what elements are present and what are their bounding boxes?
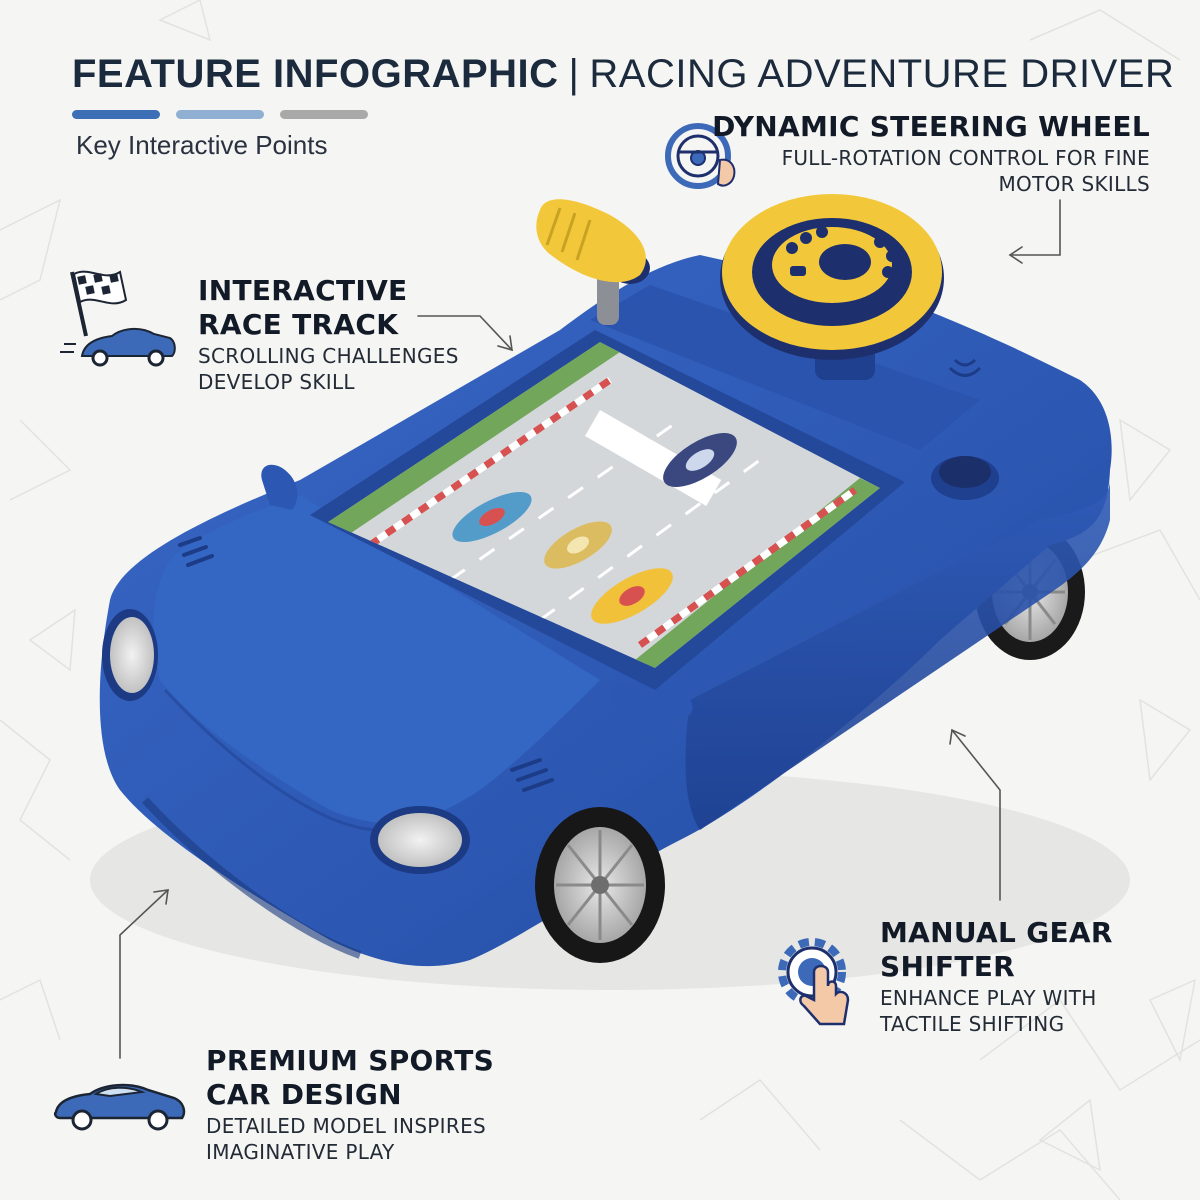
car-hood: [153, 495, 600, 824]
hood-vents: [178, 536, 554, 792]
gear-title-line1: MANUAL GEAR: [880, 916, 1113, 949]
accent-bar-3: [280, 110, 368, 119]
steering-wheel-hand-icon: [665, 123, 736, 189]
dashboard-panel: [590, 285, 980, 450]
callout-premium-design: PREMIUM SPORTS CAR DESIGN DETAILED MODEL…: [206, 1044, 566, 1164]
callout-gear-shifter: MANUAL GEAR SHIFTER ENHANCE PLAY WITH TA…: [880, 916, 1180, 1036]
right-headlight: [370, 806, 470, 874]
premium-title-line2: CAR DESIGN: [206, 1078, 402, 1111]
premium-title-line1: PREMIUM SPORTS: [206, 1044, 495, 1077]
left-mirror: [261, 464, 298, 510]
track-desc-line1: SCROLLING CHALLENGES: [198, 344, 459, 368]
track-title-line2: RACE TRACK: [198, 308, 399, 341]
track-title-line1: INTERACTIVE: [198, 274, 408, 307]
checkered-flag-car-icon: [60, 270, 176, 367]
page-title: FEATURE INFOGRAPHIC|RACING ADVENTURE DRI…: [72, 52, 1174, 97]
track-car-blue: [663, 433, 737, 487]
title-light: RACING ADVENTURE DRIVER: [589, 52, 1175, 96]
premium-desc-line1: DETAILED MODEL INSPIRES: [206, 1114, 486, 1138]
accent-bar-2: [176, 110, 264, 119]
front-grille: [142, 797, 362, 959]
title-bold: FEATURE INFOGRAPHIC: [72, 52, 559, 96]
header-accent-bars: [72, 110, 368, 119]
gear-title-line2: SHIFTER: [880, 950, 1016, 983]
title-separator: |: [568, 52, 580, 96]
track-car-teal: [452, 491, 532, 543]
gear-desc-line2: TACTILE SHIFTING: [880, 1012, 1065, 1036]
gear-desc-line1: ENHANCE PLAY WITH: [880, 986, 1097, 1010]
premium-desc-line2: IMAGINATIVE PLAY: [206, 1140, 395, 1164]
steering-title: DYNAMIC STEERING WHEEL: [712, 110, 1150, 143]
steering-desc-line2: MOTOR SKILLS: [998, 172, 1150, 196]
accent-bar-1: [72, 110, 160, 119]
race-track-screen: [328, 342, 880, 668]
left-headlight: [102, 609, 158, 701]
sports-car-icon: [53, 1083, 186, 1131]
track-car-yellow: [591, 568, 673, 624]
callout-steering-wheel: DYNAMIC STEERING WHEEL FULL-ROTATION CON…: [700, 110, 1150, 196]
steering-desc-line1: FULL-ROTATION CONTROL FOR FINE: [781, 146, 1150, 170]
horn-button: [931, 456, 999, 500]
track-car-gold: [544, 521, 612, 569]
steering-wheel: [720, 194, 944, 360]
page-subtitle: Key Interactive Points: [76, 130, 328, 160]
callout-race-track: INTERACTIVE RACE TRACK SCROLLING CHALLEN…: [198, 274, 518, 394]
track-desc-line2: DEVELOP SKILL: [198, 370, 355, 394]
gear-finger-icon: [778, 938, 850, 1026]
car-side-panel: [685, 480, 1110, 830]
speaker-grille: [948, 358, 982, 377]
front-right-wheel: [535, 807, 665, 963]
right-mirror: [610, 681, 693, 718]
gear-shifter: [536, 199, 650, 325]
